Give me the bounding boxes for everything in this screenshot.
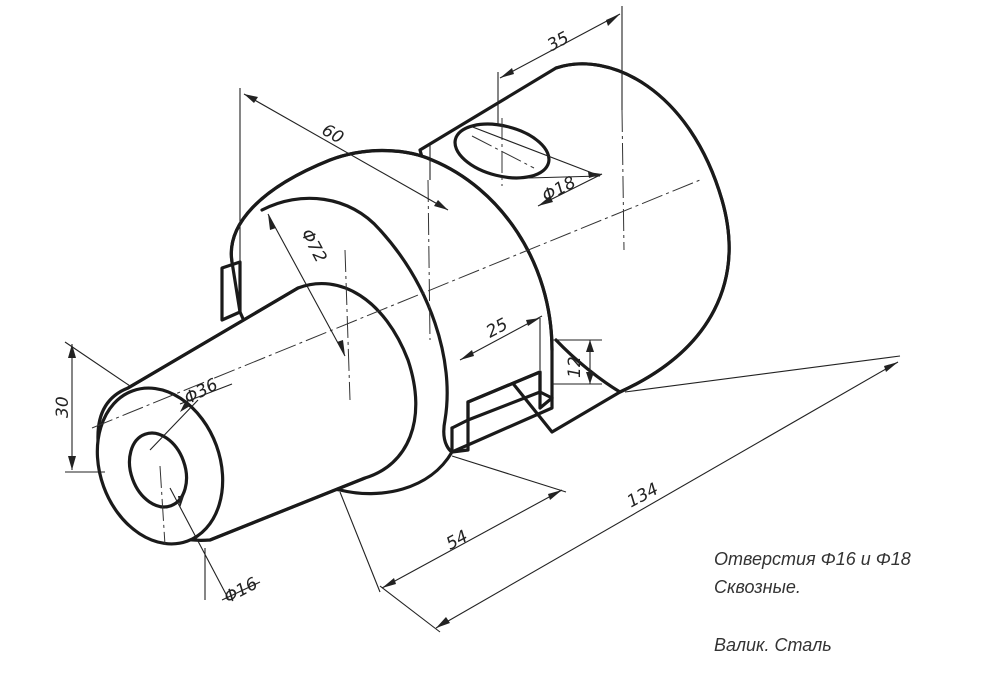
dim-phi16: Φ16 xyxy=(221,574,261,608)
left-shaft xyxy=(95,282,418,546)
center-axes xyxy=(91,109,701,546)
note-through: Сквозные. xyxy=(714,577,801,597)
dim-30: 30 xyxy=(53,396,73,418)
note-through-holes: Отверстия Φ16 и Φ18 xyxy=(714,549,911,569)
drawing-notes: Отверстия Φ16 и Φ18 Сквозные. Валик. Ста… xyxy=(714,549,911,655)
dim-54: 54 xyxy=(443,527,471,555)
dim-60: 60 xyxy=(318,120,347,148)
dim-134: 134 xyxy=(624,479,662,512)
dimension-arrows xyxy=(68,14,898,628)
dim-12: 12 xyxy=(565,356,585,378)
note-part-material: Валик. Сталь xyxy=(714,635,832,655)
